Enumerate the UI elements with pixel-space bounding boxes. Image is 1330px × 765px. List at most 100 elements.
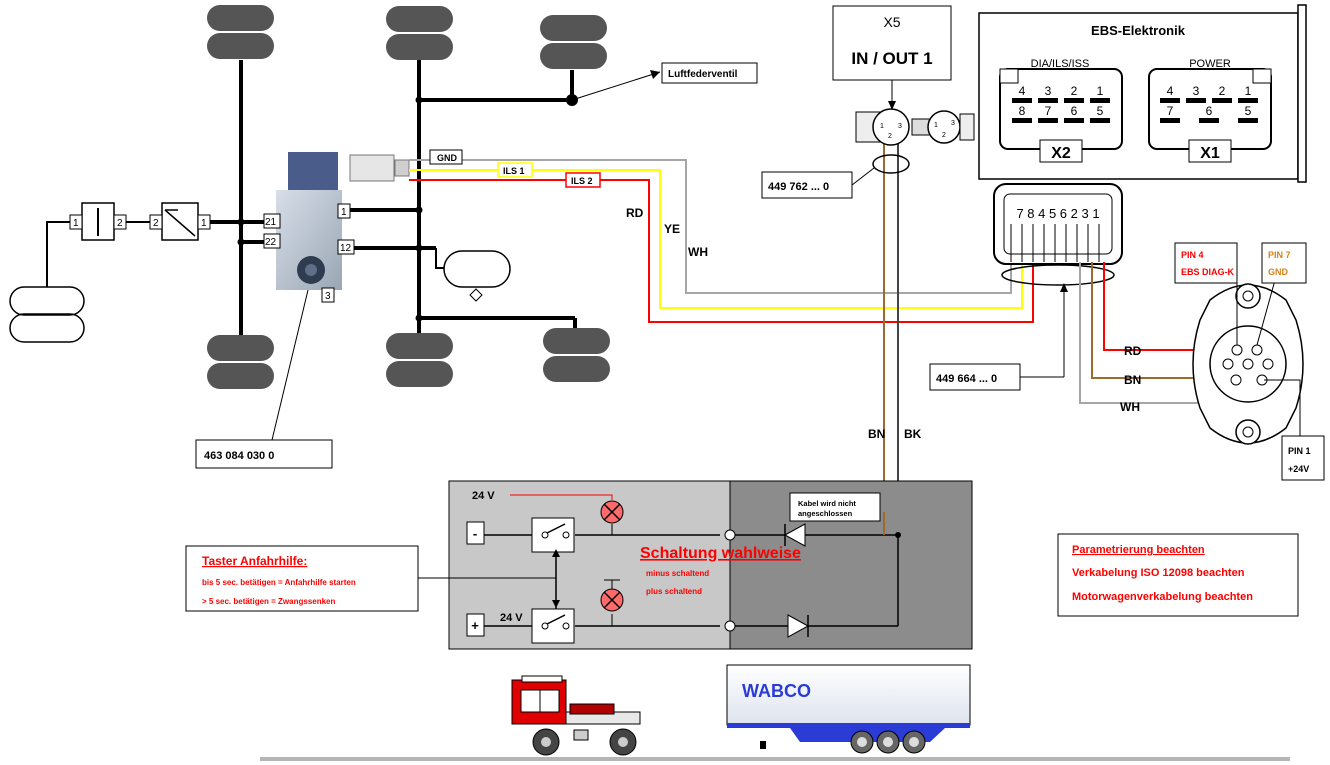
wire-color-rd: RD — [626, 206, 644, 220]
ils2-label: ILS 2 — [571, 176, 593, 186]
taster-line2: > 5 sec. betätigen = Zwangssenken — [202, 597, 336, 606]
cable-note-box — [789, 492, 881, 522]
taster-box — [185, 545, 419, 612]
pin4-label: PIN 4 — [1181, 250, 1204, 260]
bellow-top-mid — [386, 6, 453, 60]
bellow-bottom-left — [207, 335, 274, 389]
indicator-lamps — [600, 500, 624, 612]
pin-label: 1 — [934, 122, 938, 129]
pin7-function: GND — [1268, 267, 1289, 277]
wabco-logo: WABCO — [742, 681, 811, 701]
pin-label: 3 — [1045, 84, 1052, 98]
taster-title: Taster Anfahrhilfe: — [202, 554, 307, 568]
bellow-top-left — [207, 5, 274, 59]
cable-marker-2 — [1001, 264, 1115, 286]
taster-line1: bis 5 sec. betätigen = Anfahrhilfe start… — [202, 578, 356, 587]
bellows-group — [9, 5, 610, 389]
wire-red-socket — [1103, 262, 1236, 351]
ecu-title: EBS-Elektronik — [1091, 23, 1186, 38]
port-label: 21 — [265, 217, 277, 228]
pin-label: 2 — [1071, 84, 1078, 98]
cable-1-box — [761, 171, 853, 199]
v24-top-label: 24 V — [472, 490, 495, 502]
pin1-box — [1281, 435, 1325, 481]
bellow-top-right — [540, 15, 607, 69]
valve-component-1: 1 2 — [69, 202, 127, 241]
ils2-tag — [565, 172, 601, 188]
cable-note-line1: Kabel wird nicht — [798, 499, 856, 508]
pin4-box — [1174, 242, 1238, 284]
pin7-label: PIN 7 — [1268, 250, 1291, 260]
pin-label: 1 — [880, 123, 884, 130]
pin1-label: PIN 1 — [1288, 446, 1311, 456]
port-label: 22 — [265, 237, 277, 248]
note-motorwagen: Motorwagenverkabelung beachten — [1072, 591, 1253, 603]
pin-label: 4 — [1167, 84, 1174, 98]
wire-ils1 — [409, 169, 1023, 309]
x2-label: X2 — [1051, 145, 1071, 162]
ebs-electronic-unit: EBS-Elektronik DIA/ILS/ISS POWER 4 3 2 1… — [978, 4, 1307, 183]
eight-pin-plug: 7 8 4 5 6 2 3 1 — [993, 183, 1123, 265]
x5-sub-label: IN / OUT 1 — [851, 49, 932, 68]
ils1-tag — [497, 162, 533, 178]
plus-switching-label: plus schaltend — [646, 587, 702, 596]
pin-label: 3 — [1193, 84, 1200, 98]
ils1-label: ILS 1 — [503, 166, 525, 176]
pin1-function: +24V — [1288, 464, 1309, 474]
pin-label: 6 — [1071, 104, 1078, 118]
minus-terminal: - — [473, 526, 477, 541]
note-parametrierung: Parametrierung beachten — [1072, 544, 1205, 556]
valve-component-2: 2 1 — [149, 202, 211, 241]
cable-2-part-number: 449 664 ... 0 — [936, 373, 997, 385]
valve-part-number-box — [195, 439, 333, 469]
x1-label: X1 — [1200, 145, 1220, 162]
wire-color-ye: YE — [664, 222, 680, 236]
diodes — [783, 523, 810, 638]
pin-label: 4 — [1019, 84, 1026, 98]
bellow-bottom-mid — [386, 333, 453, 387]
notes-box — [1057, 533, 1299, 617]
cable-2-box — [929, 363, 1021, 391]
port-label: 2 — [153, 218, 159, 229]
seven-pin-socket — [1192, 283, 1304, 445]
pin7-box — [1261, 242, 1307, 284]
ground-line — [260, 757, 1290, 761]
wire-color-bn: BN — [868, 427, 885, 441]
pin-label: 1 — [1245, 84, 1252, 98]
plug-pin-labels: 7 8 4 5 6 2 3 1 — [1016, 206, 1099, 221]
truck-icon — [511, 675, 641, 756]
circuit-title: Schaltung wahlweise — [640, 545, 801, 562]
main-valve: 21 22 1 12 3 — [263, 152, 410, 303]
x5-round-connector: 1 2 3 1 2 3 — [855, 108, 975, 146]
pin4-function: EBS DIAG-K — [1181, 267, 1235, 277]
v24-bottom-label: 24 V — [500, 612, 523, 624]
wire-brown-socket — [1091, 262, 1236, 379]
minus-switching-label: minus schaltend — [646, 569, 709, 578]
ecu-dia-label: DIA/ILS/ISS — [1031, 58, 1090, 70]
cable-1-part-number: 449 762 ... 0 — [768, 181, 829, 193]
pin-label: 2 — [1219, 84, 1226, 98]
bellow-bottom-right — [543, 328, 610, 382]
pin-label: 3 — [951, 120, 955, 127]
wire-color-wh: WH — [688, 245, 708, 259]
cable-note-line2: angeschlossen — [798, 509, 853, 518]
pin-label: 2 — [888, 133, 892, 140]
wire-color-wh-2: WH — [1120, 400, 1140, 414]
wire-gnd — [409, 159, 1012, 294]
plus-terminal: + — [471, 618, 479, 633]
wire-ils2 — [409, 179, 1034, 323]
ecu-power-label: POWER — [1189, 58, 1231, 70]
push-switches — [531, 517, 575, 644]
trailer-icon: WABCO — [726, 664, 971, 754]
pin-label: 7 — [1167, 104, 1174, 118]
port-label: 1 — [201, 218, 207, 229]
x5-label: X5 — [883, 14, 900, 30]
gnd-tag — [429, 149, 463, 165]
wire-color-bn-2: BN — [1124, 373, 1141, 387]
pneumatic-lines — [200, 60, 577, 335]
pin-label: 1 — [1097, 84, 1104, 98]
port-label: 1 — [341, 207, 347, 218]
circuit-panel — [448, 480, 973, 650]
port-label: 2 — [117, 218, 123, 229]
